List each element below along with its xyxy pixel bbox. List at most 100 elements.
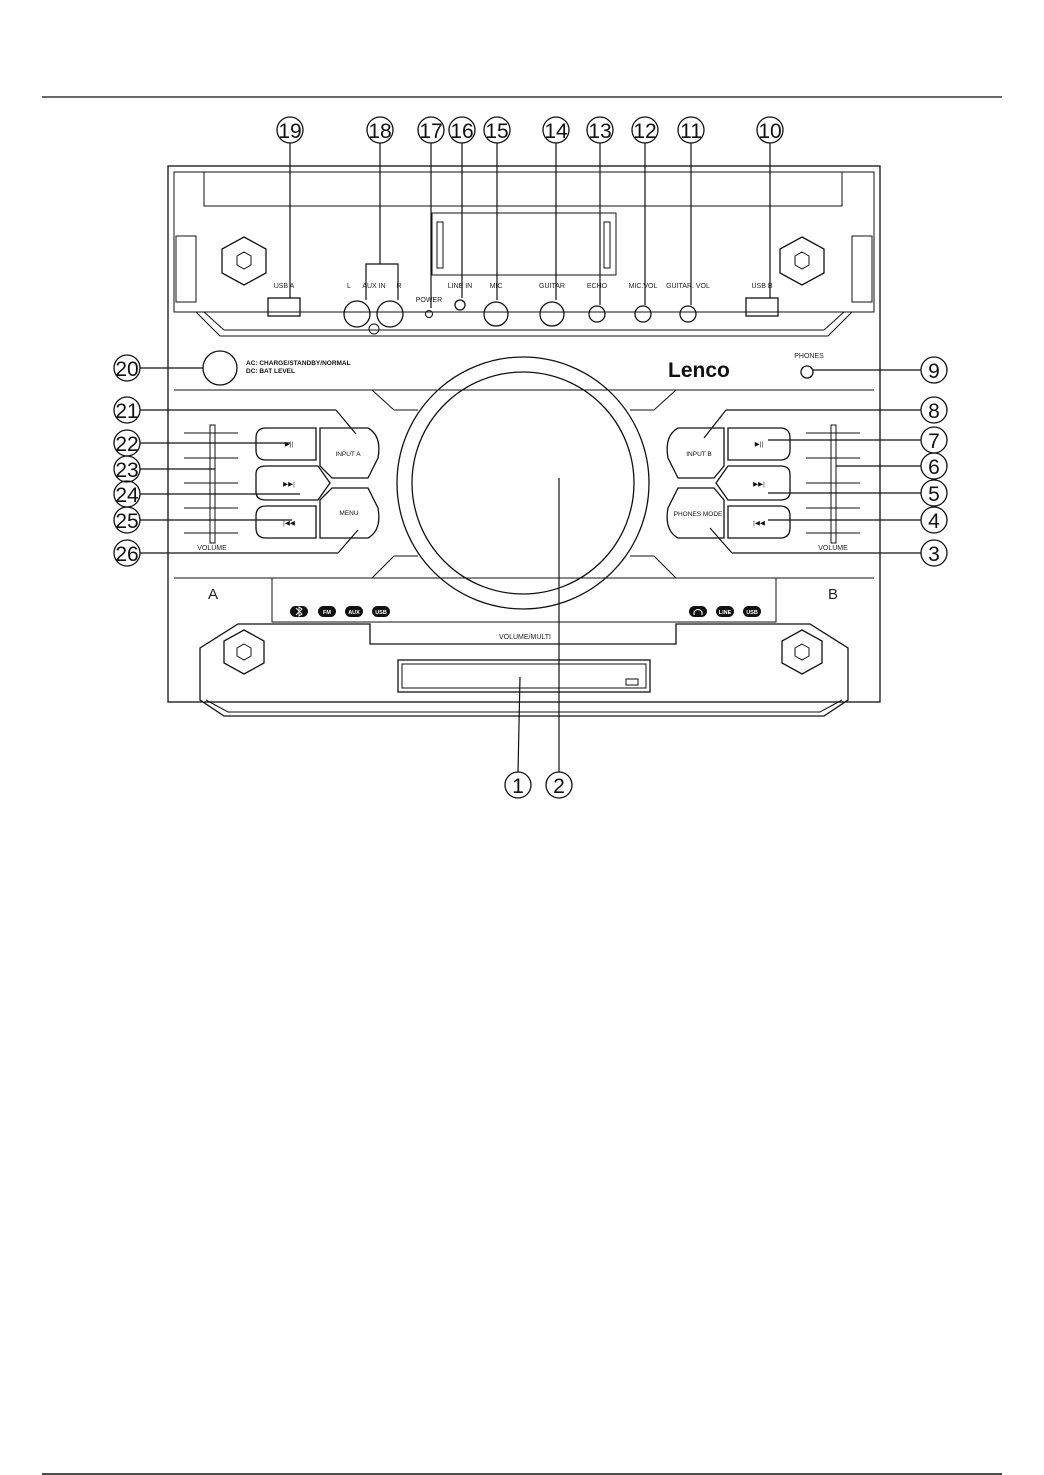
aux-in-left-jack[interactable] — [343, 300, 371, 328]
line-source-icon: LINE — [716, 606, 734, 617]
usb-a-source-text: USB — [375, 610, 387, 616]
callout-3: 3 — [920, 539, 948, 567]
play-pause-a-button[interactable]: ▶|| — [255, 427, 317, 461]
guitar-jack[interactable] — [539, 301, 565, 327]
svg-text:7: 7 — [928, 430, 940, 453]
callout-15: 15 — [483, 116, 511, 144]
svg-text:3: 3 — [928, 543, 940, 566]
svg-text:12: 12 — [633, 120, 656, 143]
callout-13: 13 — [586, 116, 614, 144]
hex-screw-top-right — [779, 236, 825, 286]
guitar-vol-knob[interactable] — [679, 305, 697, 323]
hex-screw-top-left — [221, 236, 267, 286]
callout-26: 26 — [113, 539, 141, 567]
usb-b-source-icon: USB — [743, 606, 761, 617]
brand-logo: Lenco — [668, 359, 730, 382]
svg-text:9: 9 — [928, 360, 940, 383]
callout-21: 21 — [113, 396, 141, 424]
prev-a-button[interactable]: |◀◀ — [255, 505, 317, 539]
echo-knob[interactable] — [588, 305, 606, 323]
device-outline — [167, 165, 881, 717]
usb-a-label: USB A — [274, 283, 295, 290]
status-led-window — [202, 350, 238, 386]
aux-in-center-dot — [368, 323, 380, 335]
guitar-vol-label: GUITAR. VOL — [666, 283, 710, 290]
callout-23: 23 — [113, 455, 141, 483]
input-a-label: INPUT A — [335, 451, 361, 458]
svg-text:16: 16 — [450, 120, 473, 143]
svg-text:22: 22 — [115, 433, 138, 456]
svg-text:15: 15 — [485, 120, 508, 143]
svg-text:25: 25 — [115, 510, 138, 533]
bluetooth-source-icon — [290, 606, 308, 617]
guitar-label: GUITAR — [539, 283, 565, 290]
svg-text:11: 11 — [680, 120, 702, 143]
mic-vol-knob[interactable] — [634, 305, 652, 323]
callout-18: 18 — [366, 116, 394, 144]
hex-screw-bottom-left — [223, 629, 265, 675]
power-led — [425, 310, 433, 318]
svg-text:18: 18 — [368, 120, 391, 143]
svg-text:4: 4 — [928, 510, 940, 533]
led-info-line-1: AC: CHARGE/STANDBY/NORMAL — [246, 360, 351, 367]
aux-in-right-jack[interactable] — [376, 300, 404, 328]
input-b-button[interactable]: INPUT B — [666, 427, 725, 479]
echo-label: ECHO — [587, 283, 608, 290]
callout-22: 22 — [113, 429, 141, 457]
svg-text:20: 20 — [115, 358, 138, 381]
play-pause-a-glyph: ▶|| — [285, 441, 294, 448]
usb-b-port[interactable] — [745, 297, 779, 317]
svg-text:21: 21 — [115, 400, 138, 423]
svg-text:26: 26 — [115, 543, 138, 566]
headphones-source-icon — [689, 606, 707, 617]
aux-l-label: L — [347, 283, 351, 290]
callout-5: 5 — [920, 479, 948, 507]
callout-12: 12 — [631, 116, 659, 144]
top-handle-slot — [431, 212, 617, 276]
right-volume-fader[interactable] — [806, 424, 860, 544]
fm-source-text: FM — [323, 610, 331, 616]
play-pause-b-glyph: ▶|| — [755, 441, 764, 448]
input-a-button[interactable]: INPUT A — [319, 427, 380, 479]
line-in-jack[interactable] — [454, 299, 466, 311]
aux-source-icon: AUX — [345, 606, 363, 617]
power-label: POWER — [416, 297, 442, 304]
prev-b-button[interactable]: |◀◀ — [727, 505, 791, 539]
svg-text:10: 10 — [758, 120, 781, 143]
phones-label: PHONES — [794, 353, 824, 360]
callout-14: 14 — [542, 116, 570, 144]
next-b-button[interactable]: ▶▶| — [715, 465, 791, 501]
left-volume-fader[interactable] — [184, 424, 238, 544]
svg-text:23: 23 — [115, 459, 138, 482]
callout-9: 9 — [920, 356, 948, 384]
next-a-button[interactable]: ▶▶| — [255, 465, 331, 501]
side-a-label: A — [208, 586, 218, 603]
fm-source-icon: FM — [318, 606, 336, 617]
volume-multi-dial-outer — [396, 356, 650, 610]
mic-label: MIC — [490, 283, 503, 290]
phones-mode-button[interactable]: PHONES MODE — [666, 487, 725, 539]
mic-jack[interactable] — [483, 301, 509, 327]
mic-vol-label: MIC.VOL — [629, 283, 658, 290]
svg-text:6: 6 — [928, 456, 940, 479]
input-b-label: INPUT B — [686, 451, 712, 458]
line-in-label: LINE IN — [448, 283, 473, 290]
aux-source-text: AUX — [348, 610, 360, 616]
usb-b-label: USB B — [751, 283, 772, 290]
hex-screw-bottom-right — [781, 629, 823, 675]
phones-jack[interactable] — [800, 365, 814, 379]
right-volume-label: VOLUME — [818, 545, 848, 552]
aux-in-label: AUX IN — [362, 283, 385, 290]
prev-b-glyph: |◀◀ — [753, 520, 766, 527]
callout-10: 10 — [756, 116, 784, 144]
play-pause-b-button[interactable]: ▶|| — [727, 427, 791, 461]
volume-multi-dial[interactable] — [411, 371, 635, 595]
callout-24: 24 — [113, 480, 141, 508]
menu-button[interactable]: MENU — [319, 487, 380, 539]
svg-text:1: 1 — [512, 775, 524, 798]
callout-6: 6 — [920, 452, 948, 480]
usb-b-source-text: USB — [746, 610, 758, 616]
svg-text:24: 24 — [115, 484, 139, 507]
usb-a-port[interactable] — [267, 297, 301, 317]
lcd-display — [397, 659, 651, 693]
